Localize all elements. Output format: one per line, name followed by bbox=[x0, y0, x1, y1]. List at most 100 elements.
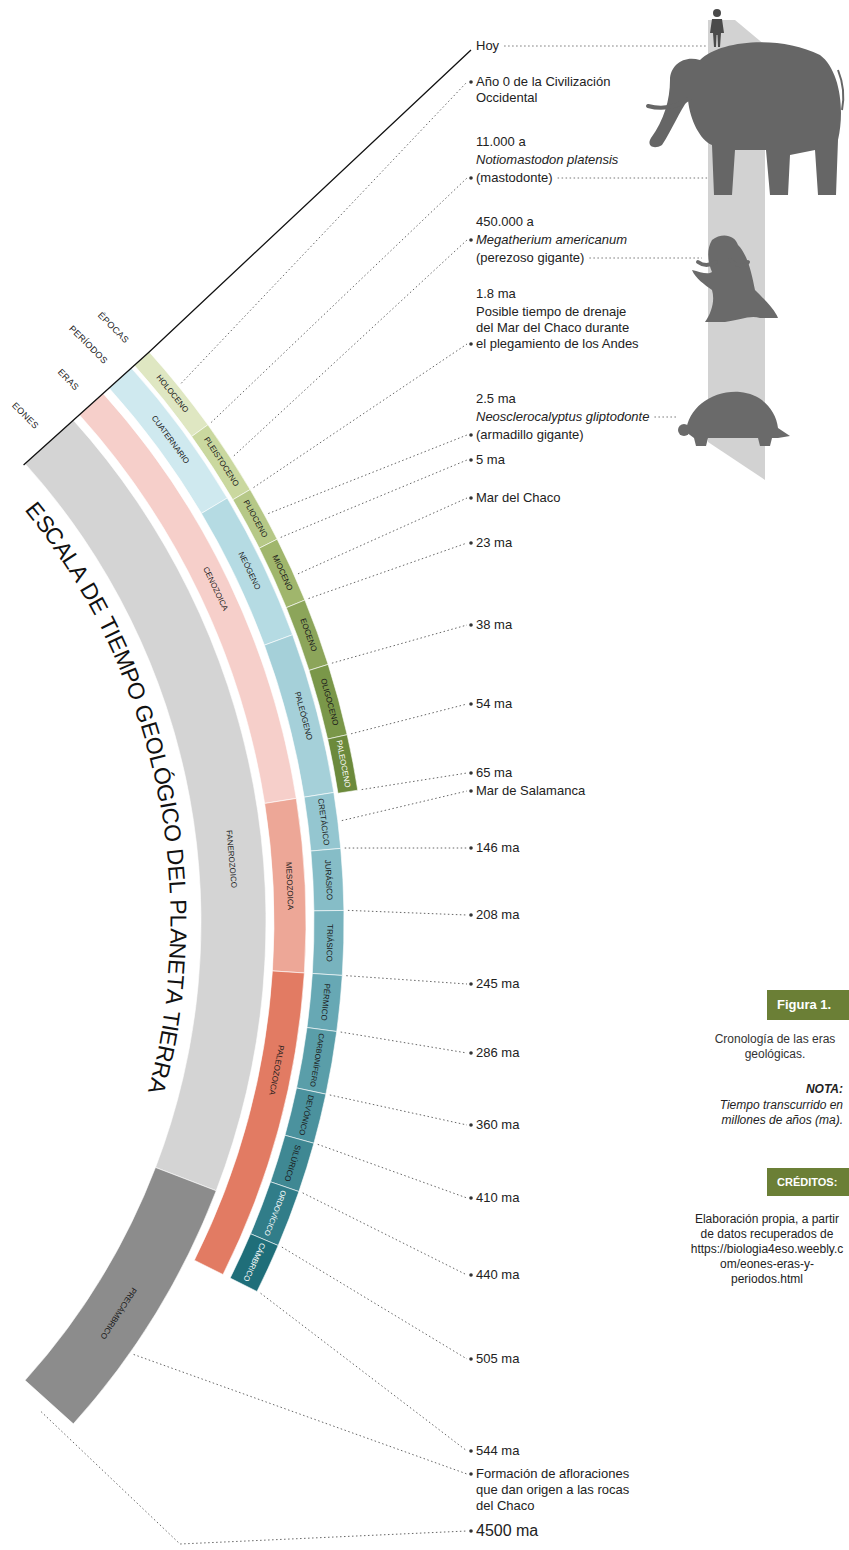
leader-dot bbox=[469, 1449, 473, 1453]
time-label: 505 ma bbox=[476, 1351, 519, 1367]
time-band: CENOZOICA bbox=[200, 565, 229, 613]
time-band: HOLOCENO bbox=[154, 373, 190, 415]
time-band bbox=[309, 664, 347, 739]
leader-line bbox=[330, 1095, 467, 1125]
time-band: CUATERNARIO bbox=[149, 413, 191, 466]
leader-dot bbox=[469, 1123, 473, 1127]
time-band bbox=[230, 1234, 278, 1292]
time-band bbox=[194, 971, 304, 1275]
mastodon-tusk bbox=[648, 98, 690, 108]
leader-dot bbox=[469, 1357, 473, 1361]
time-label: Formación de afloraciones que dan origen… bbox=[476, 1466, 641, 1514]
time-band: PRECÁMBRICO bbox=[98, 1285, 138, 1341]
ring-header: EONES bbox=[10, 401, 40, 431]
human-head bbox=[713, 9, 721, 17]
band-label: MESOZOICA bbox=[284, 861, 294, 911]
leader-dot bbox=[469, 176, 473, 180]
leader-line bbox=[342, 791, 467, 821]
time-band bbox=[312, 910, 344, 975]
time-label: Hoy bbox=[476, 38, 499, 54]
time-label: 1.8 ma bbox=[476, 286, 516, 302]
time-band: DEVÓNICO bbox=[297, 1093, 315, 1137]
leader-dot bbox=[469, 541, 473, 545]
time-label: 544 ma bbox=[476, 1443, 519, 1459]
leader-line bbox=[41, 1412, 467, 1544]
band-label: MIOCENO bbox=[271, 554, 295, 594]
present-line bbox=[24, 50, 471, 465]
band-label: TRIÁSICO bbox=[324, 923, 333, 963]
time-band bbox=[297, 1028, 337, 1095]
leader-line bbox=[254, 344, 467, 488]
leader-line bbox=[332, 625, 467, 663]
time-label: (mastodonte) bbox=[476, 170, 553, 186]
leader-dot bbox=[469, 702, 473, 706]
time-band: MESOZOICA bbox=[284, 861, 294, 911]
time-band: SILÚRICO bbox=[283, 1143, 302, 1183]
band-label: CARBONÍFERO bbox=[309, 1032, 326, 1089]
band-label: PLIOCENO bbox=[241, 498, 269, 540]
time-label: 410 ma bbox=[476, 1190, 519, 1206]
figure-link bbox=[589, 258, 702, 259]
time-label: 54 ma bbox=[476, 696, 512, 712]
band-label: PRECÁMBRICO bbox=[98, 1285, 138, 1341]
band-label: OLIGOCENO bbox=[318, 677, 339, 728]
time-label: 286 ma bbox=[476, 1045, 519, 1061]
time-band: PALEOZOICA bbox=[267, 1043, 285, 1096]
leader-dot bbox=[469, 982, 473, 986]
leader-line bbox=[309, 543, 467, 599]
leader-line bbox=[211, 178, 467, 422]
leader-dot bbox=[469, 1472, 473, 1476]
leader-line bbox=[362, 773, 467, 790]
time-label: 245 ma bbox=[476, 976, 519, 992]
leader-dot bbox=[469, 1196, 473, 1200]
time-band: NEÓGENO bbox=[237, 550, 263, 592]
figure-box: CRÉDITOS: bbox=[767, 1168, 849, 1196]
time-label: Mar del Chaco bbox=[476, 490, 561, 506]
time-band bbox=[25, 1167, 216, 1423]
figure-link bbox=[654, 417, 676, 418]
time-band bbox=[271, 1135, 314, 1191]
time-band bbox=[286, 600, 328, 670]
time-label: Elaboración propia, a partir de datos re… bbox=[690, 1212, 844, 1287]
band-label: PÉRMICO bbox=[319, 982, 331, 1022]
leader-line bbox=[234, 240, 467, 456]
glyptodont-head bbox=[678, 424, 690, 436]
time-label: 5 ma bbox=[476, 452, 505, 468]
time-band bbox=[328, 735, 358, 794]
time-label: (perezoso gigante) bbox=[476, 250, 584, 266]
figure-link bbox=[558, 178, 708, 179]
figure-box: Figura 1. bbox=[767, 990, 849, 1020]
leader-line bbox=[261, 1293, 467, 1451]
time-label: Neosclerocalyptus gliptodonte bbox=[476, 409, 649, 425]
time-band: PLEISTOCENO bbox=[202, 435, 241, 489]
leader-line bbox=[268, 435, 467, 514]
band-label: CRETÁCICO bbox=[316, 797, 330, 847]
ring-header: ÉPOCAS bbox=[96, 311, 130, 345]
band-label: JURÁSICO bbox=[323, 859, 333, 902]
leader-dot bbox=[469, 1529, 473, 1533]
leader-dot bbox=[469, 458, 473, 462]
leader-line bbox=[281, 460, 467, 537]
time-label: 38 ma bbox=[476, 617, 512, 633]
time-band bbox=[233, 490, 277, 549]
time-label: NOTA: bbox=[683, 1082, 843, 1097]
time-band: PALEÓGENO bbox=[292, 690, 313, 742]
time-label: 11.000 a bbox=[476, 134, 526, 150]
leader-dot bbox=[469, 342, 473, 346]
leader-dot bbox=[469, 771, 473, 775]
leader-dot bbox=[469, 1273, 473, 1277]
leader-line bbox=[318, 1144, 467, 1198]
mastodon-silhouette bbox=[649, 42, 841, 195]
time-label: Posible tiempo de drenaje del Mar del Ch… bbox=[476, 304, 641, 352]
time-band bbox=[304, 792, 341, 851]
band-label: PALEOZOICA bbox=[267, 1043, 285, 1096]
time-band: CARBONÍFERO bbox=[309, 1032, 326, 1089]
figure-caption: Cronología de las eras geológicas. bbox=[705, 1032, 845, 1062]
time-label: 65 ma bbox=[476, 765, 512, 781]
band-label: PALEOCENO bbox=[335, 739, 352, 790]
band-label: CENOZOICA bbox=[200, 565, 229, 613]
time-label: 4500 ma bbox=[476, 1521, 538, 1541]
leader-line bbox=[345, 848, 467, 849]
human-silhouette bbox=[710, 19, 724, 47]
